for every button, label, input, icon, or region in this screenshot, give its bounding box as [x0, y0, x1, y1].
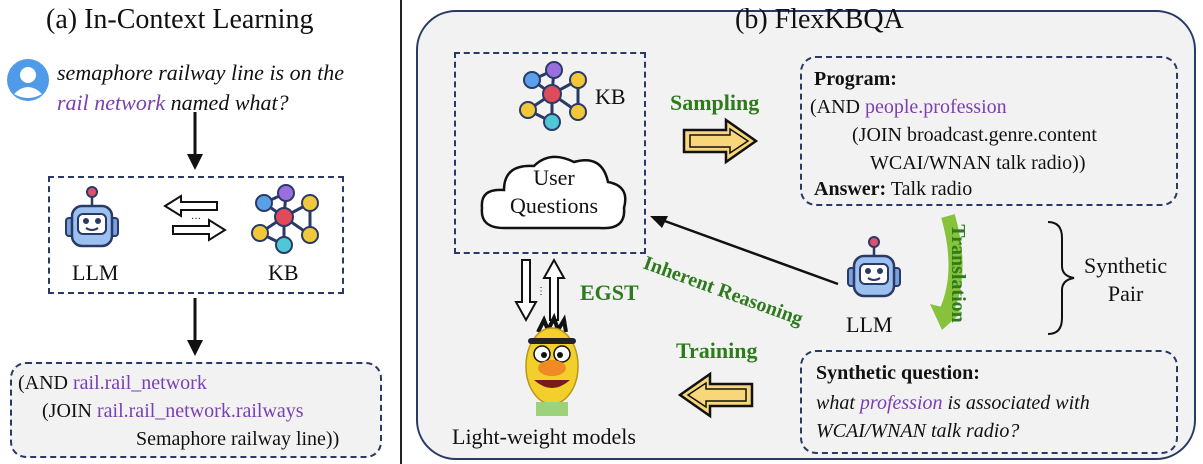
- synthetic-pair-line1: Synthetic: [1084, 253, 1168, 278]
- egst-label: EGST: [580, 280, 639, 305]
- user-questions-cloud-icon: [480, 155, 627, 230]
- svg-text:···: ···: [191, 214, 201, 225]
- user-avatar-icon: [7, 59, 49, 101]
- synthetic-question-highlight: profession: [859, 392, 943, 414]
- left-program-box: (AND rail.rail_network (JOIN rail.rail_n…: [10, 362, 382, 458]
- answer-header: Answer:: [814, 178, 887, 200]
- sampling-arrow-icon: [682, 117, 759, 165]
- left-program-line1-rel: rail.rail_network: [73, 372, 207, 394]
- sampling-label: Sampling: [670, 90, 760, 115]
- user-questions-line1: User: [533, 165, 575, 190]
- panel-divider: [400, 0, 402, 464]
- right-panel-title: (b) FlexKBQA: [735, 4, 904, 35]
- program-header: Program:: [814, 68, 897, 90]
- right-program-box: Program: (AND people.profession (JOIN br…: [800, 56, 1178, 206]
- lightweight-models-label: Light-weight models: [452, 424, 636, 449]
- brace-icon: [1047, 221, 1075, 335]
- left-llm-label: LLM: [72, 260, 119, 285]
- kb-graph-icon: [251, 184, 319, 254]
- left-panel-title: (a) In-Context Learning: [46, 4, 314, 35]
- right-program-line3: WCAI/WNAN talk radio)): [870, 152, 1086, 174]
- translation-arrow-icon: [930, 214, 963, 330]
- down-arrow-icon: [187, 298, 203, 356]
- svg-text:⋮: ⋮: [536, 286, 546, 297]
- user-questions-line2: Questions: [510, 193, 598, 218]
- training-label: Training: [676, 338, 758, 363]
- kb-questions-box: [454, 52, 646, 254]
- synthetic-question-part1: what: [816, 392, 860, 414]
- right-program-line1-prefix: (AND: [810, 96, 865, 118]
- left-question-part1: semaphore railway line is on the: [57, 60, 344, 85]
- synthetic-pair-line2: Pair: [1107, 281, 1144, 306]
- down-arrow-icon: [187, 112, 203, 170]
- left-program-line1-prefix: (AND: [18, 372, 73, 394]
- synthetic-pair-label: Synthetic Pair: [1084, 252, 1167, 308]
- left-question-part2: named what?: [165, 90, 289, 115]
- right-kb-label: KB: [595, 84, 626, 109]
- left-question-highlight: rail network: [57, 90, 166, 115]
- exchange-arrows-icon: ···: [163, 194, 227, 242]
- left-program-line2-prefix: (JOIN: [42, 400, 97, 422]
- robot-icon: [65, 186, 119, 248]
- lightweight-model-character-icon: [525, 312, 579, 416]
- synthetic-question-header: Synthetic question:: [816, 362, 980, 384]
- synthetic-question-line2: WCAI/WNAN talk radio?: [816, 420, 1020, 442]
- left-program-line2-rel: rail.rail_network.railways: [97, 400, 304, 422]
- training-arrow-icon: [677, 371, 754, 419]
- robot-icon: [847, 236, 901, 298]
- right-program-line1-rel: people.profession: [865, 96, 1007, 118]
- left-program-line3: Semaphore railway line)): [136, 428, 340, 450]
- llm-kb-box: [48, 176, 344, 294]
- right-llm-label: LLM: [846, 312, 893, 337]
- left-kb-label: KB: [268, 260, 299, 285]
- inherent-reasoning-arrow-icon: [650, 216, 839, 286]
- translation-label: Translation: [946, 224, 969, 323]
- answer-value: Talk radio: [886, 178, 973, 200]
- synthetic-question-box: Synthetic question: what profession is a…: [800, 350, 1178, 454]
- right-program-line2: (JOIN broadcast.genre.content: [852, 124, 1097, 146]
- kb-graph-icon: [519, 61, 587, 131]
- synthetic-question-part2: is associated with: [942, 392, 1090, 414]
- user-questions-label: User Questions: [474, 164, 634, 220]
- egst-arrows-icon: ⋮: [514, 257, 566, 323]
- left-question: semaphore railway line is on the rail ne…: [57, 58, 387, 118]
